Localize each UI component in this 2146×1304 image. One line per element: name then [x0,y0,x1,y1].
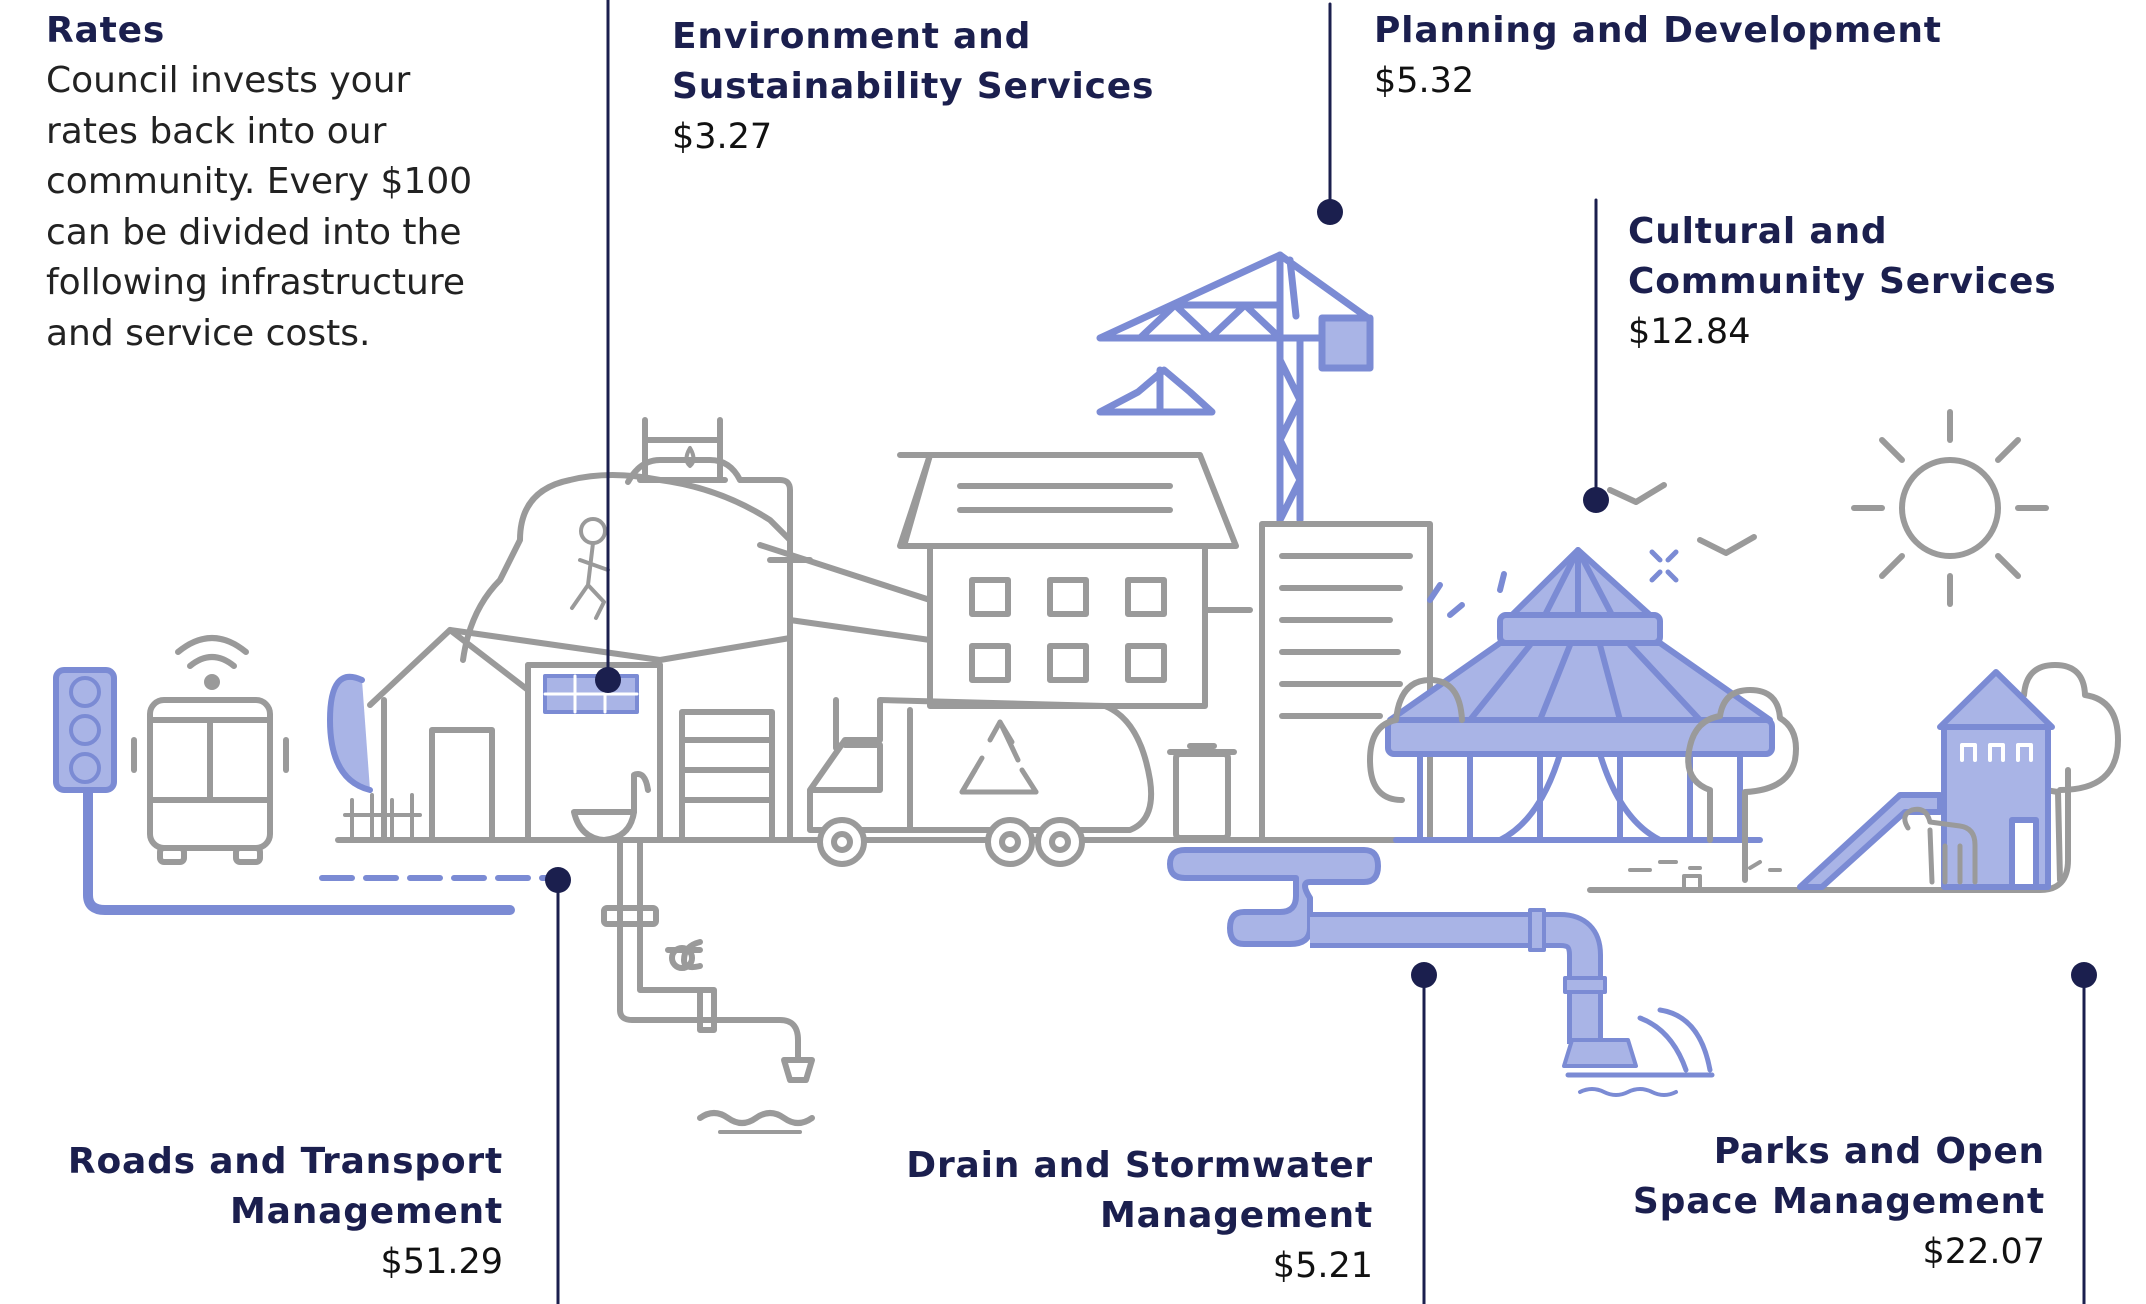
category-value: $5.32 [1374,61,1475,101]
road-icon [83,785,515,915]
carousel-icon [1385,547,1775,843]
sparkle-icon [1649,549,1679,583]
category-name: Management [230,1191,503,1232]
category-value: $51.29 [380,1242,503,1282]
category-name: Planning and Development [1374,10,1942,51]
dog-icon [1902,806,1978,885]
intro-title: Rates [46,10,166,51]
category-name: Drain and Stormwater [906,1145,1373,1186]
category-value: $3.27 [672,117,773,157]
category-name: Parks and Open [1713,1131,2045,1172]
intro-line: following infrastructure [46,262,466,303]
sun-icon [1851,409,2049,607]
category-name: Cultural and [1628,211,1888,252]
marker-dot-planning [1317,199,1343,225]
category-cultural: Cultural and Community Services $12.84 [1628,207,2056,357]
category-value: $22.07 [1922,1232,2045,1272]
garage-icon [657,635,793,843]
marker-dot-drain [1411,962,1437,988]
category-environment: Environment and Sustainability Services … [672,12,1154,162]
category-name: Community Services [1628,261,2057,302]
intro-line: community. Every $100 [46,161,473,202]
leader-lines [556,0,2086,1304]
bus-icon [131,635,289,865]
category-name: Sustainability Services [672,66,1155,107]
category-drain: Drain and Stormwater Management $5.21 [906,1141,1373,1291]
category-name: Environment and [672,16,1032,57]
traffic-light-icon [53,667,117,793]
category-roads: Roads and Transport Management $51.29 [68,1137,503,1287]
sprinkler-icon [1628,860,1782,890]
category-value: $5.21 [1272,1246,1373,1286]
intro-line: Council invests your [46,60,411,101]
bird-icon [1607,482,1757,556]
marker-dot-roads [545,867,571,893]
bin-icon [1167,743,1237,841]
category-name: Management [1100,1195,1373,1236]
toilet-icon [571,771,651,843]
intro-block: Rates Council invests your rates back in… [46,6,472,359]
category-value: $12.84 [1628,312,1751,352]
playground-castle-icon [1797,669,2055,890]
category-name: Space Management [1632,1181,2045,1222]
apartment-building-icon [897,452,1253,709]
office-tower-icon [1259,521,1433,843]
category-parks: Parks and Open Space Management $22.07 [1633,1127,2045,1277]
recycle-icon [959,719,1039,795]
marker-dot-parks [2071,962,2097,988]
intro-line: rates back into our [46,110,387,152]
garbage-truck-icon [807,697,1154,867]
water-tower-icon [460,417,933,663]
intro-line: can be divided into the [46,211,462,253]
category-planning: Planning and Development $5.32 [1374,6,1942,106]
marker-dot-cultural [1583,487,1609,513]
house-icon [327,627,663,843]
crane-icon [1096,251,1374,524]
drain-pipe-icon [1167,847,1715,1097]
marker-dot-environment [595,667,621,693]
sewer-pipe-icon [601,837,815,1134]
intro-line: and service costs. [46,312,371,354]
category-name: Roads and Transport [67,1141,503,1182]
